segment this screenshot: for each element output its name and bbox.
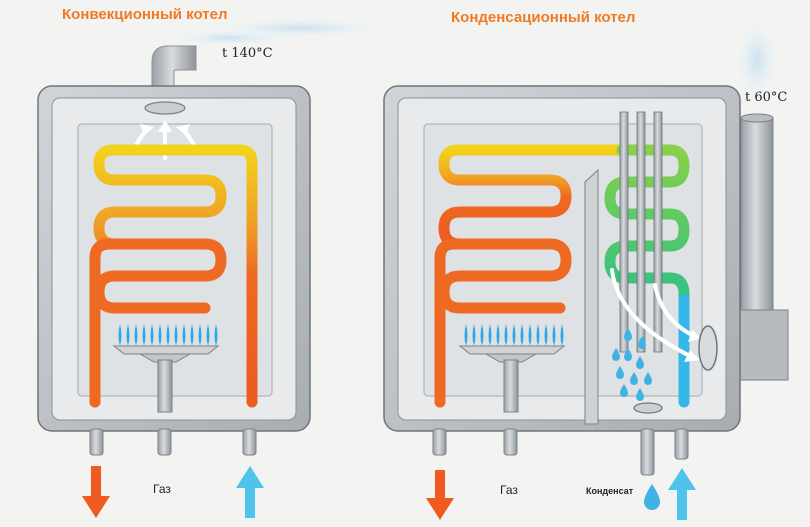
flue-gas-arrows xyxy=(610,268,696,358)
flame-icon xyxy=(142,324,146,346)
convection-boiler-title: Конвекционный котел xyxy=(62,6,228,23)
flame-icon xyxy=(480,324,484,346)
gas-pipe-left xyxy=(157,428,172,456)
flame-icon xyxy=(126,324,130,346)
condensate-drop-icon xyxy=(644,484,660,510)
gas-label-right: Газ xyxy=(500,483,518,497)
cold-water-in-arrow-right xyxy=(668,468,696,520)
flame-icon xyxy=(488,324,492,346)
condensing-boiler-title: Конденсационный котел xyxy=(451,9,636,26)
water-drop-icon xyxy=(636,388,644,401)
exhaust-temp-left: t 140°C xyxy=(222,46,273,61)
flame-icon xyxy=(472,324,476,346)
condensate-pipe xyxy=(640,428,655,476)
hot-water-out-arrow-left xyxy=(82,466,110,518)
exhaust-smoke-right xyxy=(735,18,779,102)
inlet-pipe-left xyxy=(242,428,257,456)
burner-left xyxy=(112,324,220,413)
water-drop-icon xyxy=(624,328,632,341)
flame-icon xyxy=(496,324,500,346)
flame-icon xyxy=(158,324,162,346)
water-drop-icon xyxy=(630,372,638,385)
outlet-pipe-right xyxy=(432,428,447,456)
gas-label-left: Газ xyxy=(153,482,171,496)
flame-icon xyxy=(560,324,564,346)
water-drop-icon xyxy=(644,372,652,385)
flame-icon xyxy=(182,324,186,346)
gas-pipe-right xyxy=(503,428,518,456)
flame-icon xyxy=(174,324,178,346)
water-drop-icon xyxy=(616,366,624,379)
flame-icon xyxy=(190,324,194,346)
flame-icon xyxy=(166,324,170,346)
condensate-drain xyxy=(633,402,663,414)
condensate-droplets xyxy=(612,328,652,401)
flue-tubes xyxy=(619,111,663,353)
flame-icon xyxy=(134,324,138,346)
flame-icon xyxy=(464,324,468,346)
water-drop-icon xyxy=(624,348,632,361)
condensing-coil xyxy=(604,144,690,406)
flame-icon xyxy=(504,324,508,346)
flame-icon xyxy=(520,324,524,346)
convection-boiler xyxy=(37,18,390,518)
chimney-right xyxy=(740,117,774,329)
outlet-pipe-left xyxy=(89,428,104,456)
inlet-pipe-right xyxy=(674,428,689,460)
flame-icon xyxy=(536,324,540,346)
water-drop-icon xyxy=(638,336,646,349)
flame-icon xyxy=(150,324,154,346)
flame-icon xyxy=(198,324,202,346)
hot-water-out-arrow-right xyxy=(426,470,454,520)
vent-opening-left xyxy=(144,101,186,115)
flame-icon xyxy=(206,324,210,346)
flame-icon xyxy=(214,324,218,346)
water-drop-icon xyxy=(636,356,644,369)
flue-opening xyxy=(698,325,718,371)
condensing-boiler xyxy=(383,18,789,520)
water-drop-icon xyxy=(620,384,628,397)
cold-water-in-arrow-left xyxy=(236,466,264,518)
flame-icon xyxy=(118,324,122,346)
chimney-left xyxy=(151,45,197,93)
exhaust-temp-right: t 60°C xyxy=(745,90,788,105)
condensate-label: Конденсат xyxy=(586,486,634,496)
partition-wall xyxy=(584,168,599,425)
flame-icon xyxy=(528,324,532,346)
water-drop-icon xyxy=(612,348,620,361)
burner-right xyxy=(458,324,566,413)
flame-icon xyxy=(552,324,556,346)
flame-icon xyxy=(544,324,548,346)
flame-icon xyxy=(512,324,516,346)
